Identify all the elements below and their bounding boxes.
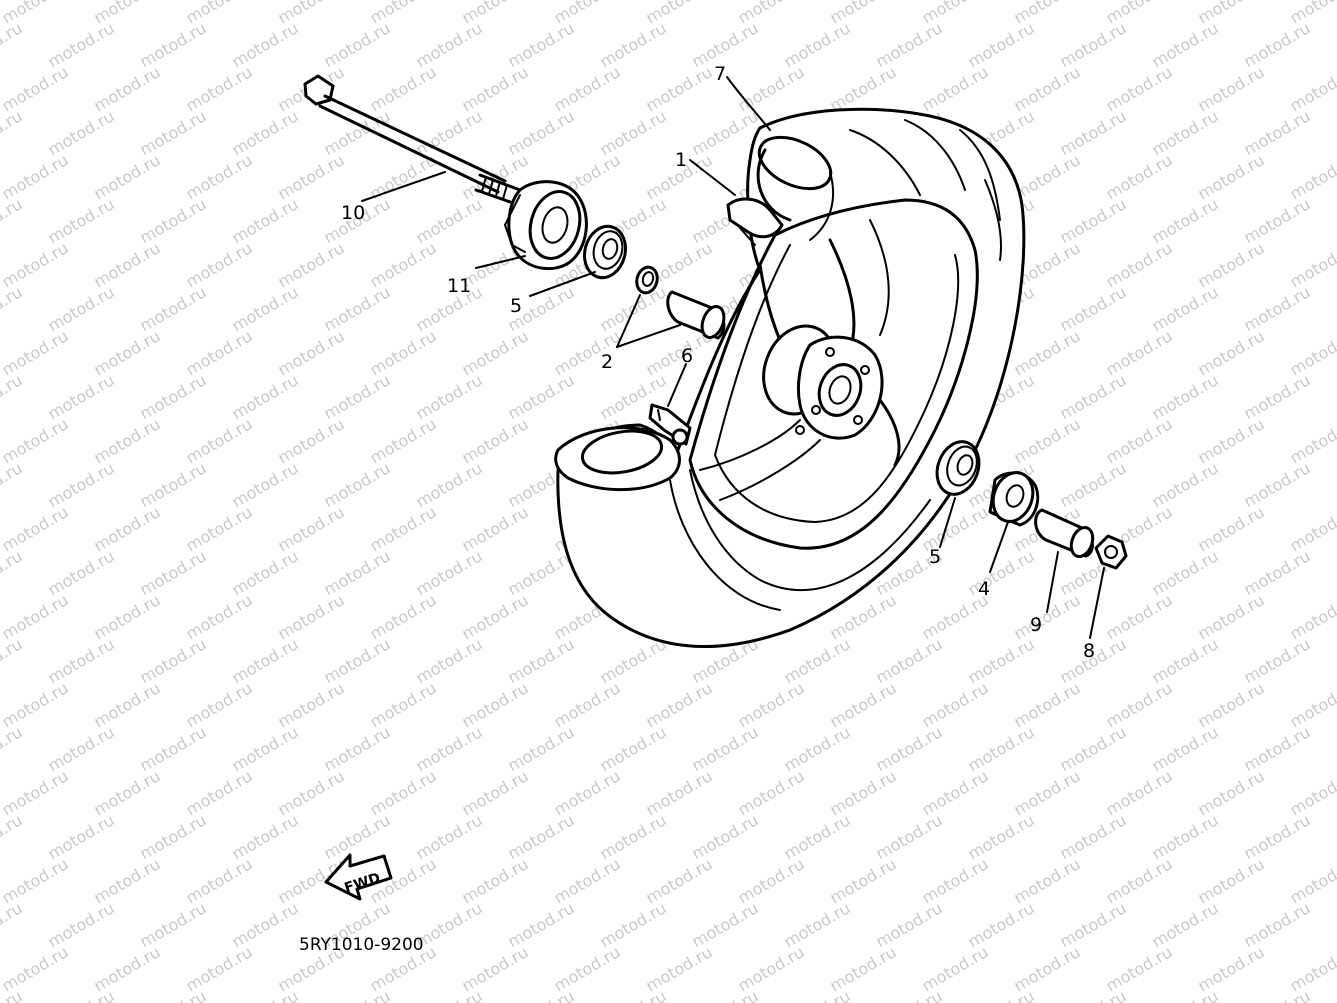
callout-5-left: 5: [510, 295, 522, 317]
callout-1: 1: [675, 149, 687, 171]
part-8-axle-nut: [1094, 534, 1128, 570]
callout-8: 8: [1083, 640, 1095, 662]
drawing-number: 5RY1010-9200: [299, 935, 424, 955]
callout-10: 9: [1030, 614, 1042, 636]
part-1-rim-fitting: [726, 197, 784, 246]
callout-2: 2: [601, 351, 613, 373]
part-5-bearing-left: [583, 224, 627, 280]
wheel-rim: [699, 219, 901, 501]
callout-7: 7: [714, 63, 726, 85]
part-4-oil-seal: [988, 471, 1040, 527]
leader-lines: [361, 76, 1105, 639]
part-10-collar: [1034, 508, 1095, 559]
callout-labels: 7 1 10 11 5 2 6 5 4 9 8: [341, 63, 1095, 662]
callout-9: 10: [341, 202, 365, 224]
fwd-arrow-icon: FWD: [324, 853, 393, 901]
callout-5-right: 5: [929, 546, 941, 568]
part-2-spacers: [635, 265, 726, 340]
callout-11: 11: [447, 275, 471, 297]
part-9-axle: [303, 74, 522, 206]
part-6-valve-stem: [648, 403, 692, 446]
part-5-bearing-right: [935, 440, 981, 496]
part-11-hub-collar: [504, 180, 588, 271]
callout-4: 4: [978, 578, 990, 600]
callout-6: 6: [681, 345, 693, 367]
